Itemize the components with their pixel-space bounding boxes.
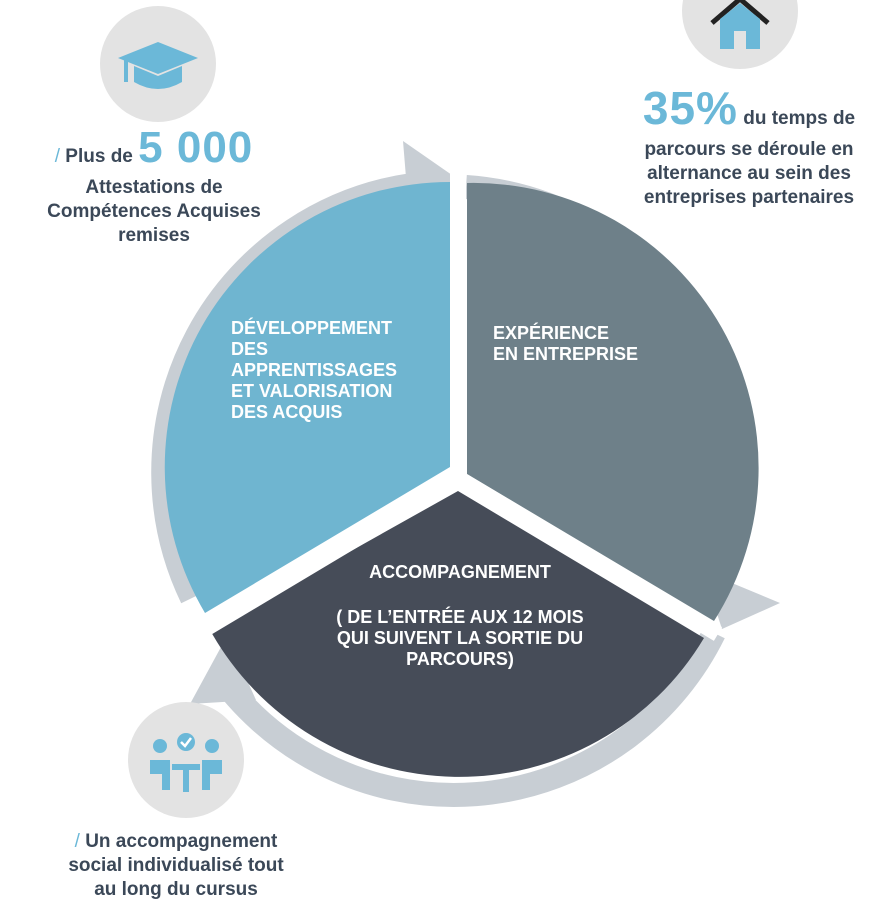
segment-gaps <box>195 170 723 641</box>
support-line-text: Un accompagnement <box>85 831 278 852</box>
attestations-headline: / Plus de 5 000 <box>18 126 290 176</box>
callout-attestations: / Plus de 5 000 Attestations de Compéten… <box>18 126 290 248</box>
label-accompaniment: ACCOMPAGNEMENT ( DE L’ENTRÉE AUX 12 MOIS… <box>290 562 630 670</box>
meeting-people-icon <box>128 702 244 818</box>
graduation-cap-icon <box>100 6 216 122</box>
support-line: social individualisé tout <box>68 855 284 876</box>
slash-mark: / <box>74 831 80 852</box>
development-line: DÉVELOPPEMENT <box>231 318 393 338</box>
segment-experience <box>467 182 759 621</box>
ring-arc-bottom <box>206 627 725 807</box>
attestations-line: Attestations de <box>85 177 223 198</box>
house-icon <box>682 0 798 69</box>
attestations-prefix: Plus de <box>65 146 133 167</box>
enterprise-number: 35% <box>642 82 738 134</box>
label-experience: EXPÉRIENCE EN ENTREPRISE <box>493 323 693 365</box>
callout-support: / Un accompagnement social individualisé… <box>34 830 318 902</box>
attestations-number: 5 000 <box>138 123 254 172</box>
development-line: DES ACQUIS <box>231 402 343 422</box>
label-development: DÉVELOPPEMENT DES APPRENTISSAGES ET VALO… <box>231 318 446 423</box>
enterprise-line: alternance au sein des <box>647 163 851 184</box>
attestations-line: remises <box>118 225 190 246</box>
accompaniment-line: ( DE L’ENTRÉE AUX 12 MOIS <box>336 607 584 627</box>
development-line: ET VALORISATION <box>231 381 393 401</box>
enterprise-line: entreprises partenaires <box>643 187 855 208</box>
support-line: / Un accompagnement <box>34 830 318 854</box>
segment-development <box>164 181 450 614</box>
attestations-line: Compétences Acquises <box>47 201 261 222</box>
enterprise-suffix: du temps de <box>743 108 856 129</box>
callout-enterprise: 35% du temps de parcours se déroule en a… <box>622 85 876 210</box>
enterprise-line: parcours se déroule en <box>644 139 854 160</box>
enterprise-headline: 35% du temps de <box>622 85 876 138</box>
support-line: au long du cursus <box>94 879 258 900</box>
arrowhead-left <box>190 636 256 704</box>
accompaniment-title: ACCOMPAGNEMENT <box>369 562 551 582</box>
experience-line: EXPÉRIENCE <box>493 323 610 343</box>
development-line: DES <box>231 339 269 359</box>
accompaniment-line: PARCOURS) <box>406 649 514 669</box>
experience-line: EN ENTREPRISE <box>493 344 639 364</box>
development-line: APPRENTISSAGES <box>231 360 398 380</box>
segment-accompaniment <box>210 491 704 777</box>
slash-mark: / <box>54 146 61 167</box>
accompaniment-line: QUI SUIVENT LA SORTIE DU <box>336 628 584 648</box>
